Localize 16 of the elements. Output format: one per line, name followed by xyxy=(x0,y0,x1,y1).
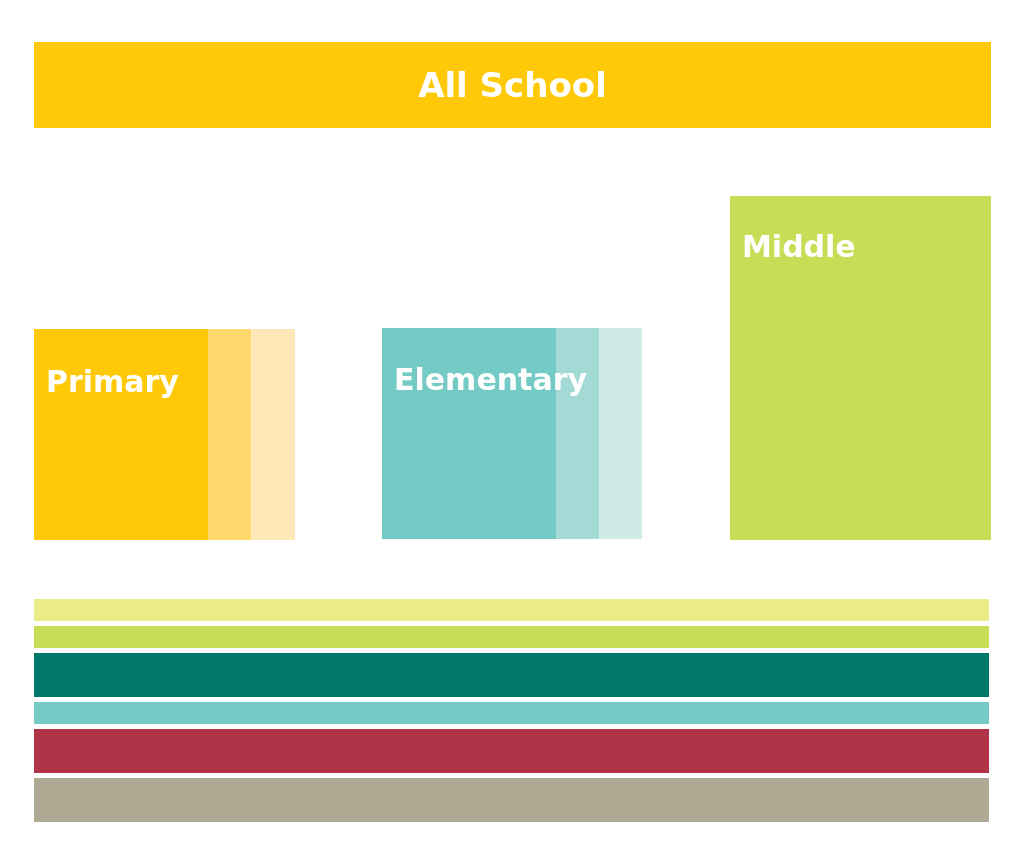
color-bar xyxy=(34,653,989,697)
header-banner xyxy=(34,42,991,128)
color-bar xyxy=(34,702,989,724)
color-bar xyxy=(34,599,989,621)
group-label: Primary xyxy=(46,364,179,400)
group-box xyxy=(34,329,208,540)
group-label: Elementary xyxy=(394,362,588,398)
group-box xyxy=(730,196,991,540)
color-bar xyxy=(251,329,295,540)
color-bar xyxy=(34,778,989,822)
color-bar xyxy=(599,328,642,539)
color-bar xyxy=(34,626,989,648)
color-bar xyxy=(34,729,989,773)
group-label: All School xyxy=(417,67,608,103)
group-label: Middle xyxy=(742,229,856,265)
color-bar xyxy=(208,329,251,540)
